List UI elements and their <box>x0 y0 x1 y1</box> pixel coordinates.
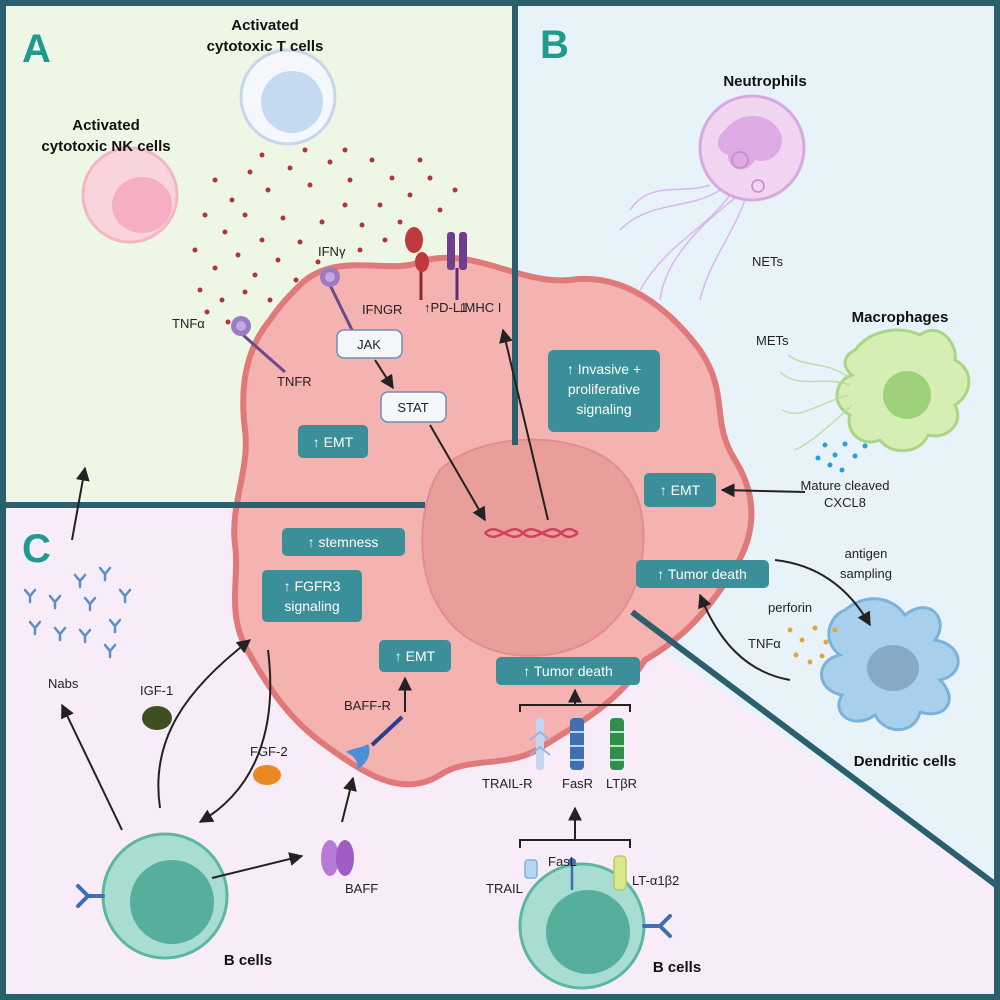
signal-arrows-b <box>698 483 871 681</box>
fgfr3-label-line2: signaling <box>284 598 339 614</box>
nk-cells-label-line2: cytotoxic NK cells <box>41 138 170 155</box>
nets-label: NETs <box>752 254 784 269</box>
tumor-death-label-b: ↑ Tumor death <box>657 566 747 582</box>
ifng-label: IFNγ <box>318 244 346 259</box>
perforin-dots <box>787 625 838 665</box>
mets-traps <box>779 354 853 451</box>
t-cells-label-line2: cytotoxic T cells <box>207 38 324 55</box>
panel-letter-c: C <box>22 527 51 571</box>
t-cell <box>239 48 337 146</box>
invasive-box <box>548 350 660 432</box>
lt-ligand <box>613 855 627 891</box>
macrophage-cell <box>835 328 971 453</box>
igf1-icon <box>142 706 172 730</box>
trail-r-label: TRAIL-R <box>482 776 533 791</box>
cytokine-dots <box>192 147 458 325</box>
emt-box-a <box>298 425 368 458</box>
b-cell-left <box>101 832 229 960</box>
ifngr-receptor <box>320 267 354 331</box>
neutrophils-label: Neutrophils <box>723 73 806 90</box>
trail-r-receptor <box>529 718 551 770</box>
trail-ligand <box>524 859 538 879</box>
baff-label: BAFF <box>345 881 378 896</box>
emt-label-c: ↑ EMT <box>395 648 436 664</box>
fgfr3-label-line1: ↑ FGFR3 <box>284 578 341 594</box>
emt-label-a: ↑ EMT <box>313 434 354 450</box>
fasl-label: FasL <box>548 854 577 869</box>
ifngr-label: IFNGR <box>362 302 402 317</box>
nabs-label: Nabs <box>48 676 79 691</box>
jak-box <box>336 329 403 359</box>
lt-label: LT-α1β2 <box>632 873 679 888</box>
mhc-label: ↓MHC I <box>458 300 501 315</box>
fgf2-icon <box>253 765 281 785</box>
tumor-nucleus <box>421 438 645 657</box>
ltbr-receptor <box>610 718 624 770</box>
antigen-label-line2: sampling <box>840 566 892 581</box>
stemness-box <box>282 528 405 556</box>
baff-icon <box>321 840 354 876</box>
cxcl8-label-line1: Mature cleaved <box>801 478 890 493</box>
baff-r-receptor <box>346 715 404 770</box>
invasive-label-line2: proliferative <box>568 381 641 397</box>
fasl-ligand <box>568 858 576 890</box>
jak-label: JAK <box>357 337 381 352</box>
baff-r-label: BAFF-R <box>344 698 391 713</box>
ltbr-label: LTβR <box>606 776 637 791</box>
tnfa-label: TNFα <box>172 316 205 331</box>
tumor-death-label-c: ↑ Tumor death <box>523 663 613 679</box>
tumor-death-box-c <box>496 657 640 685</box>
stemness-label: ↑ stemness <box>308 534 379 550</box>
igf1-label: IGF-1 <box>140 683 173 698</box>
antigen-label-line1: antigen <box>845 546 888 561</box>
perforin-label: perforin <box>768 600 812 615</box>
fgfr3-box <box>262 570 362 622</box>
b-cells-right-label: B cells <box>653 959 701 976</box>
fasr-receptor <box>570 718 584 770</box>
antibody-icons <box>23 566 132 659</box>
invasive-label-line1: ↑ Invasive + <box>567 361 641 377</box>
nk-cells-label-line1: Activated <box>72 117 140 134</box>
pdl1-receptor <box>405 227 429 300</box>
panel-letter-a: A <box>22 27 51 71</box>
fasr-label: FasR <box>562 776 593 791</box>
panel-letter-b: B <box>540 23 569 67</box>
tnfr-label: TNFR <box>277 374 312 389</box>
b-cell-right <box>518 862 646 990</box>
emt-box-c <box>379 640 451 672</box>
nk-cell <box>81 146 179 244</box>
stat-label: STAT <box>397 400 428 415</box>
nets-traps <box>619 184 746 301</box>
fgf2-label: FGF-2 <box>250 744 288 759</box>
mhc-receptor <box>447 232 467 300</box>
emt-box-b <box>644 473 716 507</box>
pdl1-label: ↑PD-L1 <box>424 300 467 315</box>
b-cells-left-label: B cells <box>224 952 272 969</box>
receptor-bracket <box>519 688 631 848</box>
neutrophil-cell <box>698 94 806 202</box>
stat-box <box>380 391 447 423</box>
macrophages-label: Macrophages <box>852 309 949 326</box>
tumor-death-box-b <box>636 560 769 588</box>
dendritic-cells-label: Dendritic cells <box>854 753 957 770</box>
emt-label-b: ↑ EMT <box>660 482 701 498</box>
dna-icon <box>484 527 579 539</box>
cxcl8-label-line2: CXCL8 <box>824 495 866 510</box>
mets-label: METs <box>756 333 789 348</box>
tnfr-receptor <box>231 316 286 374</box>
cxcl8-dots <box>815 441 868 473</box>
signal-arrows-c <box>61 639 412 879</box>
tnfa-dc-label: TNFα <box>748 636 781 651</box>
dendritic-cell <box>820 597 960 732</box>
invasive-label-line3: signaling <box>576 401 631 417</box>
signal-arrows-a <box>71 328 549 541</box>
b-cell-right-receptor <box>642 914 672 938</box>
trail-label: TRAIL <box>486 881 523 896</box>
t-cells-label-line1: Activated <box>231 17 299 34</box>
b-cell-left-receptor <box>76 884 105 908</box>
